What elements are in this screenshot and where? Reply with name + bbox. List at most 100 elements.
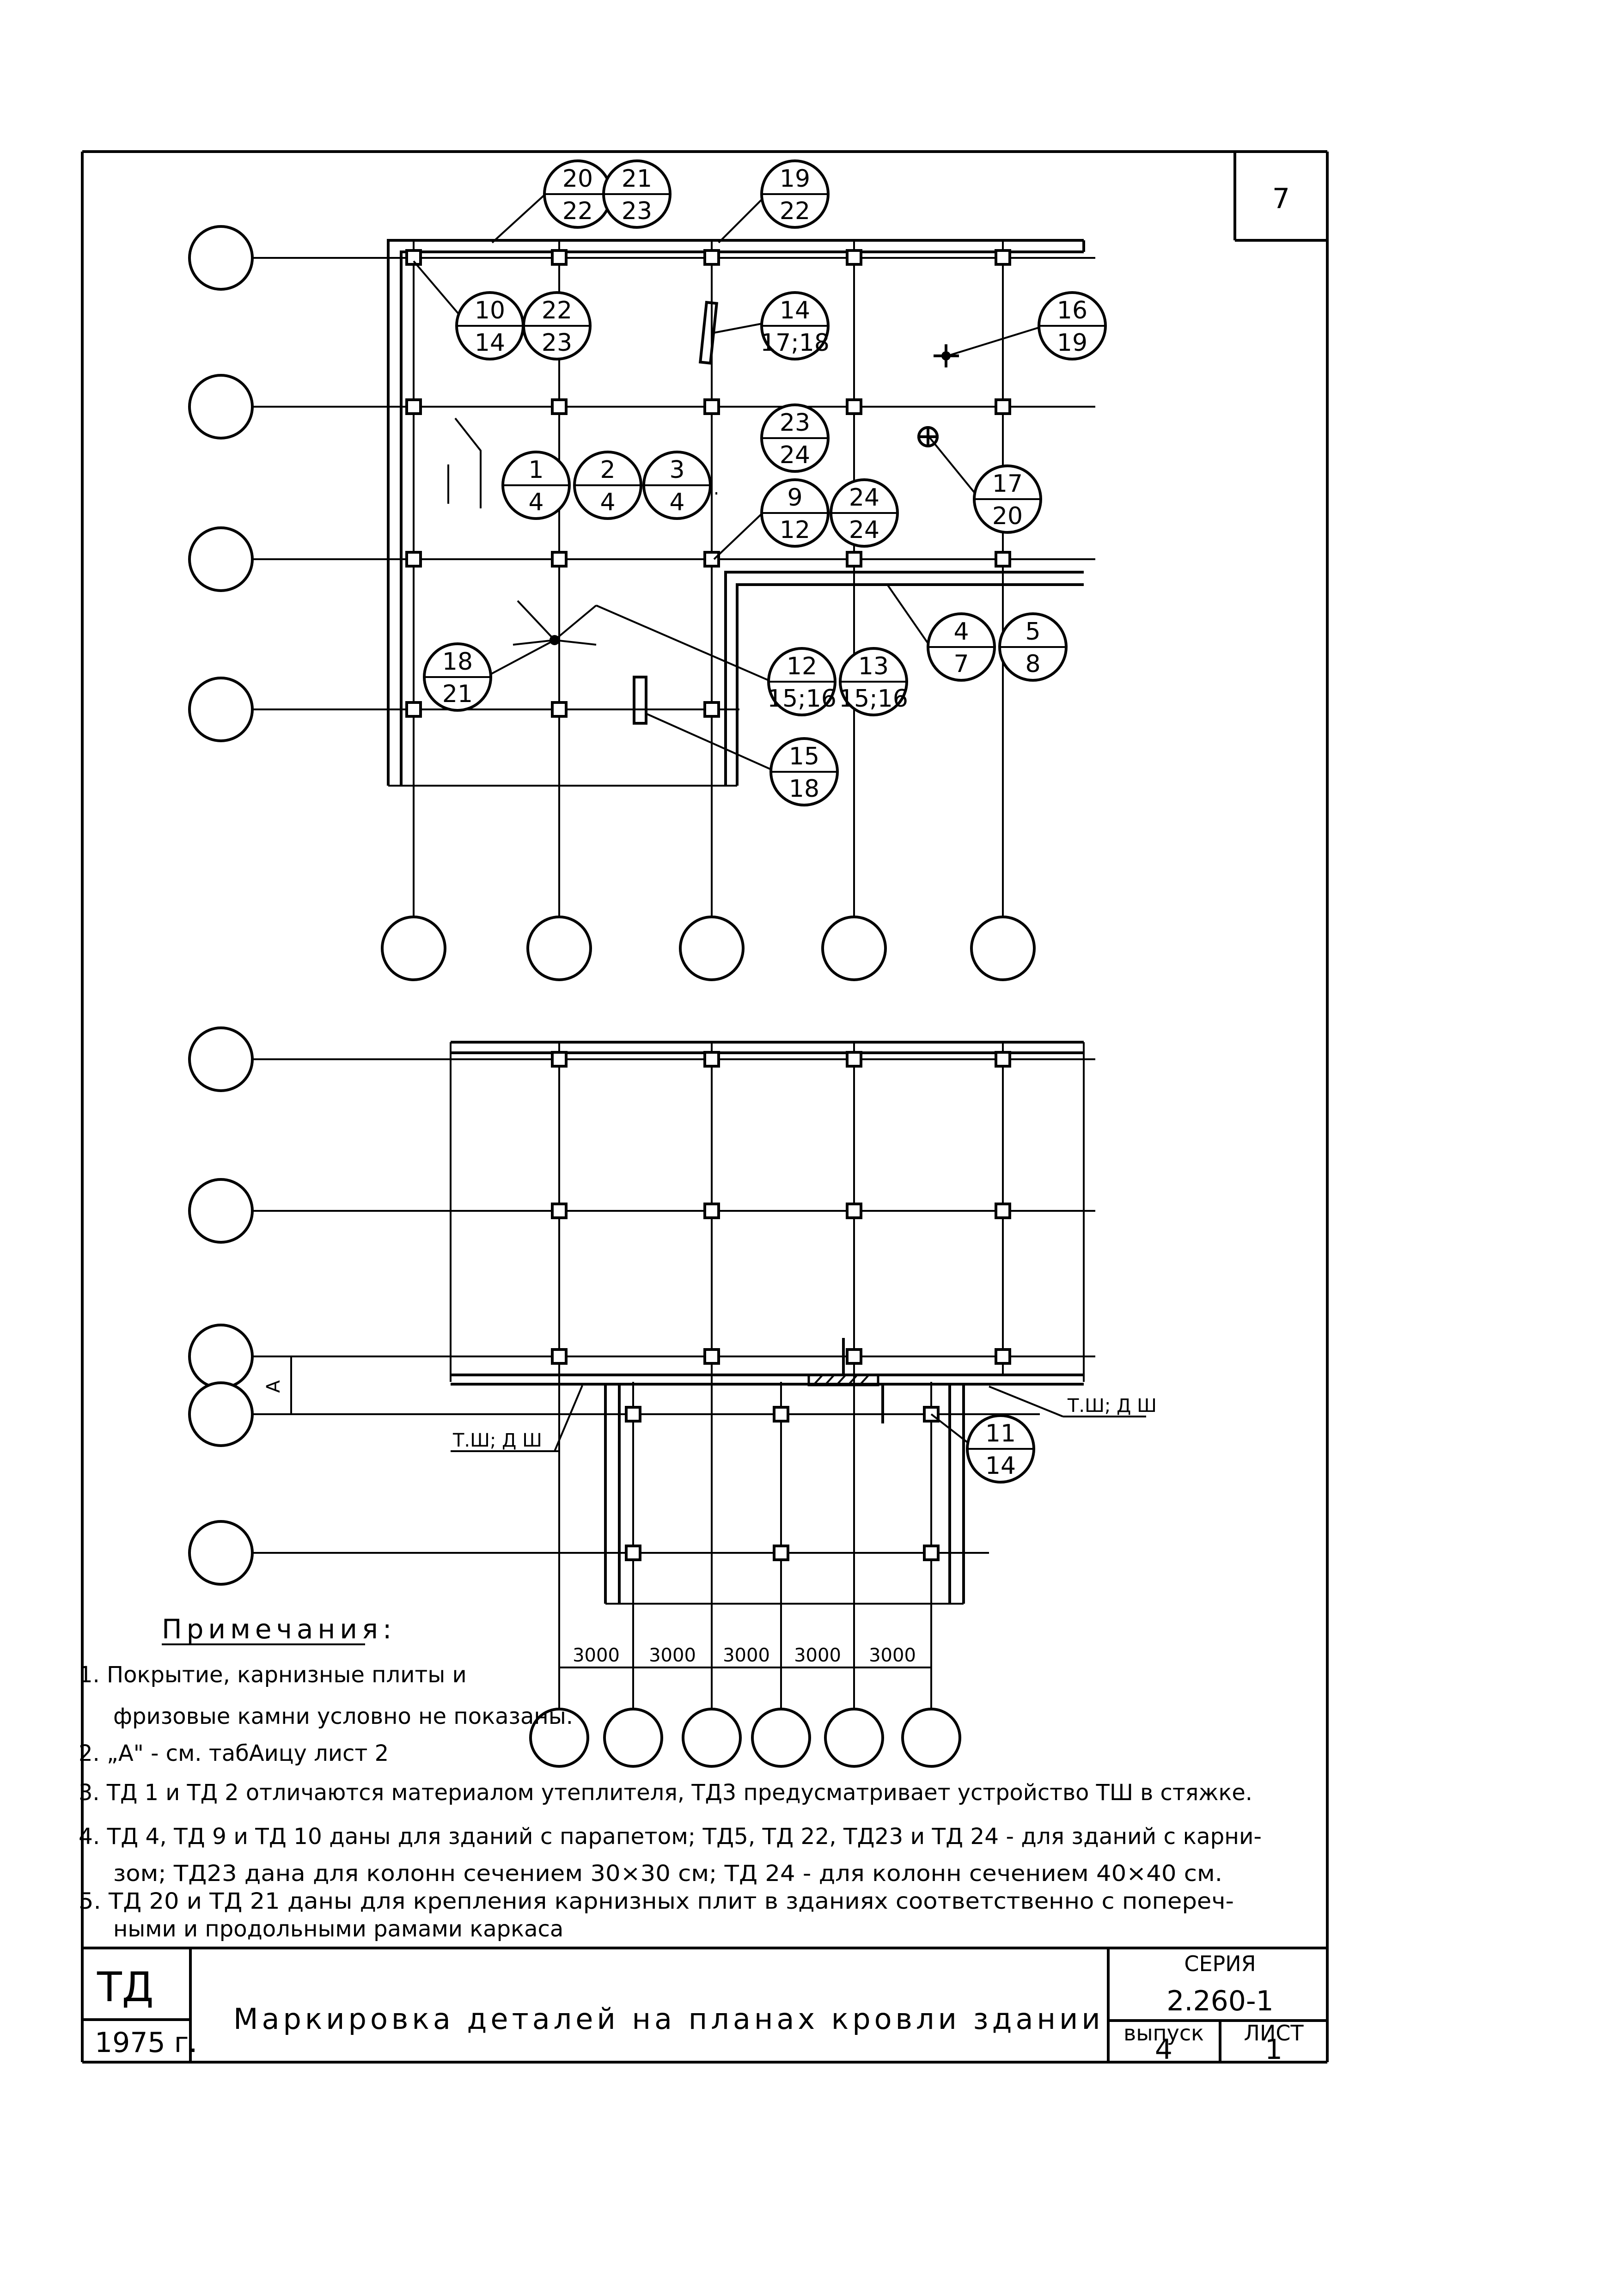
lower-plan: А Т.Ш; Д Ш Т.Ш; Д Ш 3000 3000 3000 3000 … — [188, 1026, 1157, 1768]
notes-block: Примечания: 1. Покрытие, карнизные плиты… — [79, 1613, 1262, 1942]
callout-bottom: 20 — [992, 502, 1023, 530]
title-block — [82, 1947, 1327, 2062]
axis-bubble-row-7 — [188, 1324, 254, 1389]
callout-bottom: 24 — [849, 516, 879, 544]
axis-bubble-lower-col-2 — [603, 1708, 663, 1768]
detail-callouts: 202221231922101422231417;181619232414243… — [423, 159, 1107, 1484]
note-line-5: 4. ТД 4, ТД 9 и ТД 10 даны для зданий с … — [79, 1824, 1262, 1850]
page-number: 7 — [1272, 183, 1290, 215]
note-line-8: ными и продольными рамами каркаса — [113, 1916, 563, 1942]
callout-top: 12 — [787, 653, 817, 680]
callout-bottom: 7 — [953, 650, 969, 678]
dimension-1: 3000 — [573, 1645, 620, 1666]
sheet-frame — [81, 150, 1329, 2064]
axis-bubble-col-5 — [970, 916, 1036, 981]
detail-callout-3-4: 34 — [642, 451, 712, 520]
tsh-right-label: Т.Ш; Д Ш — [1067, 1395, 1157, 1417]
callout-top: 15 — [789, 743, 819, 770]
tb-issue-value: 4 — [1155, 2033, 1172, 2066]
callout-top: 9 — [787, 484, 802, 512]
callout-bottom: 4 — [669, 489, 684, 516]
callout-top: 5 — [1025, 618, 1040, 646]
notes-title: Примечания: — [162, 1613, 396, 1645]
callout-top: 20 — [562, 165, 593, 193]
callout-bottom: 22 — [562, 197, 593, 225]
tb-sheet-value: 1 — [1265, 2033, 1282, 2066]
axis-bubble-row-2 — [188, 374, 254, 440]
axis-bubble-row-1 — [188, 225, 254, 291]
callout-bottom: 17;18 — [760, 329, 830, 357]
callout-top: 24 — [849, 484, 879, 512]
note-line-7: 5. ТД 20 и ТД 21 даны для крепления карн… — [79, 1888, 1234, 1914]
callout-top: 10 — [475, 297, 505, 324]
tb-series-label: СЕРИЯ — [1184, 1951, 1256, 1976]
columns-lower — [551, 1051, 1011, 1561]
axis-bubble-lower-col-3 — [682, 1708, 742, 1768]
callout-bottom: 15;16 — [839, 685, 908, 713]
note-line-6: зом; ТД23 дана для колонн сечением 30×30… — [113, 1861, 1222, 1887]
callout-bottom: 24 — [780, 441, 810, 469]
callout-top: 21 — [622, 165, 652, 193]
callout-top: 23 — [780, 409, 810, 437]
callout-top: 14 — [780, 297, 810, 324]
axis-bubble-lower-col-4 — [751, 1708, 811, 1768]
axis-bubble-row-9 — [188, 1520, 254, 1586]
axis-bubble-row-8 — [188, 1381, 254, 1447]
note-line-4: 3. ТД 1 и ТД 2 отличаются материалом уте… — [79, 1780, 1252, 1806]
detail-callout-9-12: 912 — [760, 478, 830, 548]
axis-bubble-col-2 — [526, 916, 592, 981]
callout-top: 13 — [858, 653, 889, 680]
callout-bottom: 18 — [789, 775, 819, 803]
dimension-4: 3000 — [794, 1645, 841, 1666]
callout-bottom: 14 — [475, 329, 505, 357]
detail-callout-14-17-18: 14 17;18 — [760, 291, 830, 360]
callout-top: 3 — [669, 456, 684, 484]
axis-bubble-col-4 — [821, 916, 887, 981]
tb-code: ТД — [97, 1963, 154, 2011]
callout-top: 17 — [992, 470, 1023, 498]
axis-bubble-lower-col-6 — [901, 1708, 961, 1768]
callout-bottom: 23 — [622, 197, 652, 225]
axis-bubble-lower-col-1 — [529, 1708, 589, 1768]
callout-top: 19 — [780, 165, 810, 193]
tb-issue-label: выпуск — [1123, 2021, 1204, 2046]
tb-series-value: 2.260-1 — [1166, 1985, 1274, 2017]
dimension-2: 3000 — [649, 1645, 696, 1666]
axis-bubble-lower-col-5 — [824, 1708, 884, 1768]
callout-top: 1 — [528, 456, 543, 484]
tb-title: Маркировка деталей на планах кровли здан… — [233, 2002, 1104, 2036]
callout-top: 2 — [600, 456, 615, 484]
note-line-2: фризовые камни условно не показаны. — [113, 1704, 573, 1729]
callout-bottom: 12 — [780, 516, 810, 544]
note-line-1: 1. Покрытие, карнизные плиты и — [79, 1662, 467, 1688]
columns-upper — [405, 249, 1011, 718]
tb-year: 1975 г. — [95, 2027, 197, 2059]
note-line-3: 2. „А" - см. табАицу лист 2 — [79, 1740, 389, 1766]
detail-callout-1-4: 14 — [501, 451, 571, 520]
callout-top: 4 — [953, 618, 969, 646]
tb-sheet-label: ЛИСТ — [1244, 2021, 1304, 2046]
callout-bottom: 4 — [528, 489, 543, 516]
axis-bubble-row-3 — [188, 526, 254, 592]
detail-callout-2-4: 24 — [573, 451, 642, 520]
callout-bottom: 23 — [542, 329, 572, 357]
axis-bubble-col-1 — [381, 916, 446, 981]
tsh-left-label: Т.Ш; Д Ш — [452, 1430, 542, 1451]
axis-bubble-row-5 — [188, 1026, 254, 1092]
dim-a-label: А — [263, 1380, 284, 1393]
dimension-3: 3000 — [723, 1645, 770, 1666]
leader-lines-upper — [413, 193, 1045, 773]
detail-callout-5-8: 58 — [998, 612, 1068, 682]
callout-bottom: 4 — [600, 489, 615, 516]
detail-callout-4-7: 47 — [927, 612, 996, 682]
